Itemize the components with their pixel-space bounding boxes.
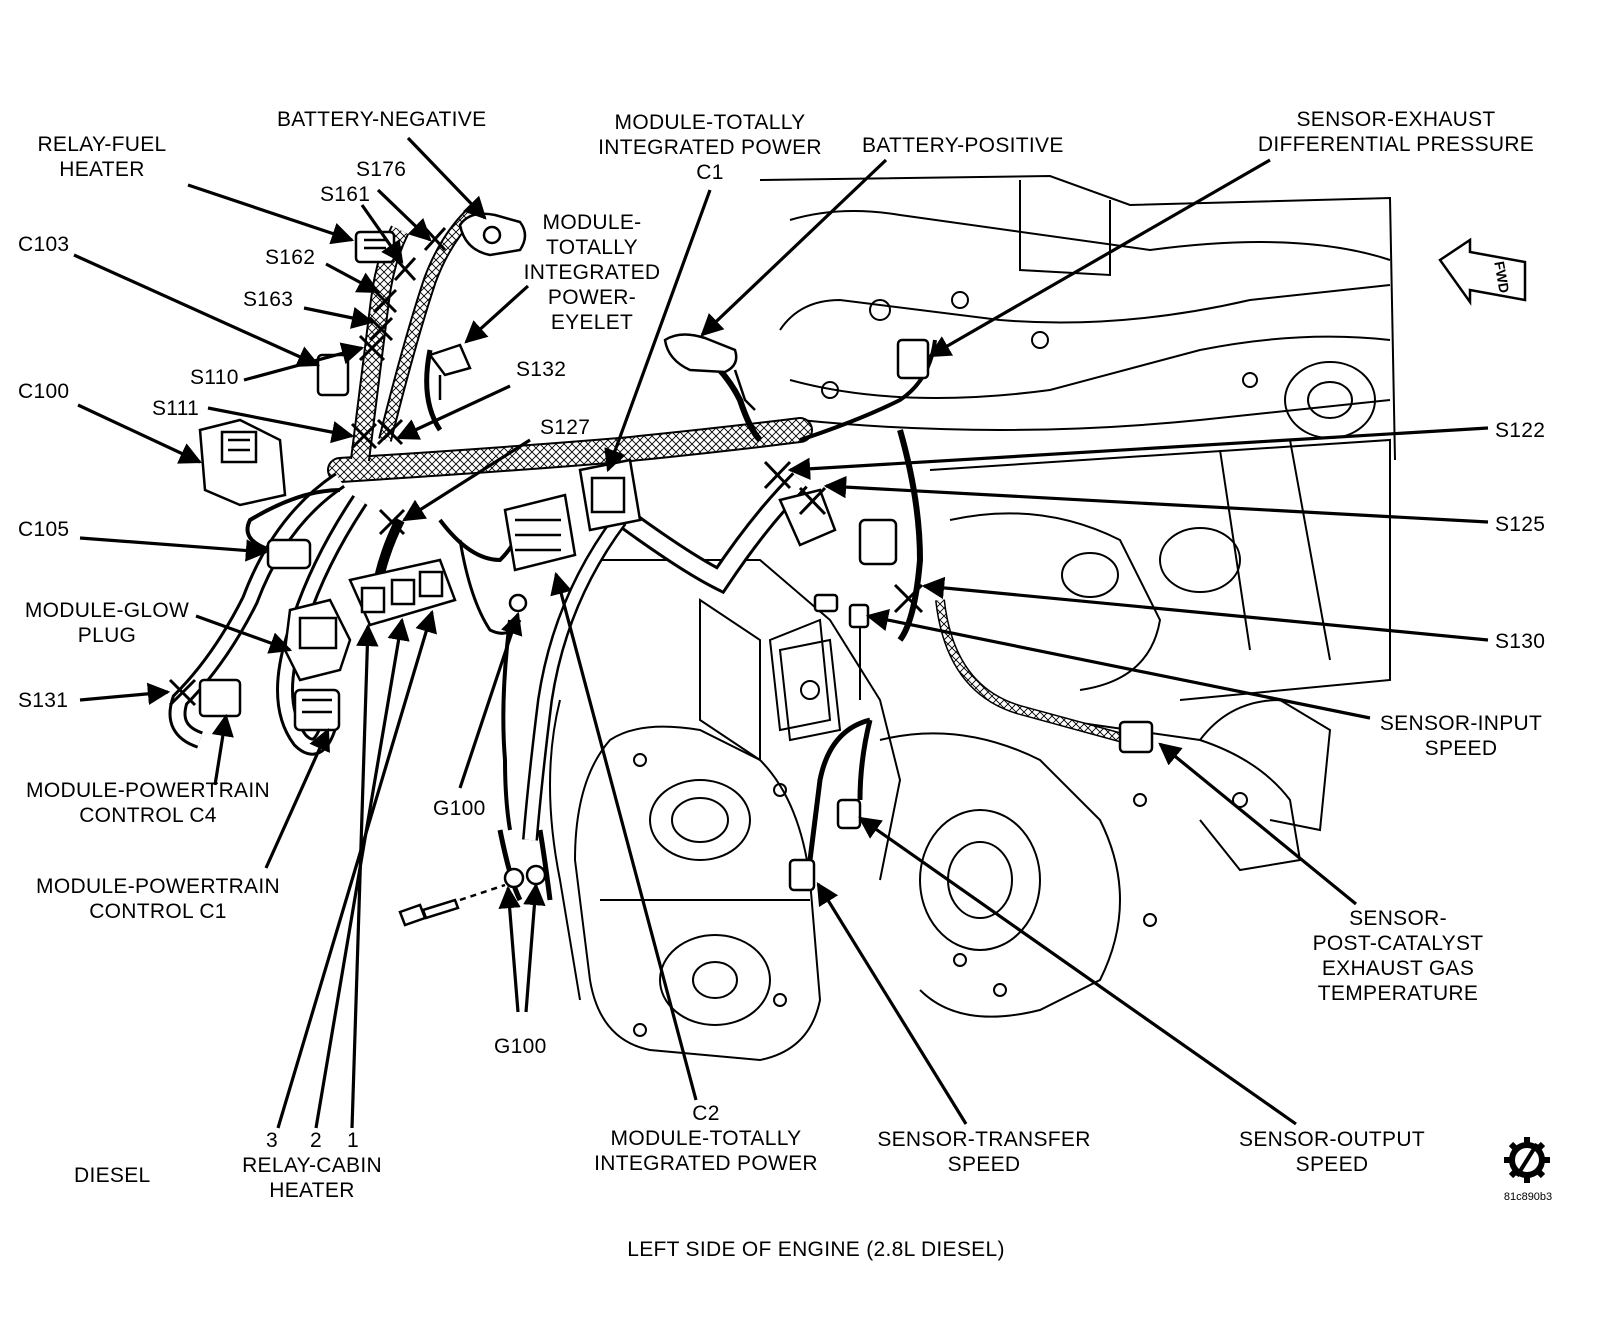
s122-mark xyxy=(763,460,792,490)
label-g100-upper: G100 xyxy=(433,797,486,820)
sensor-post-catalyst-connector xyxy=(1118,720,1154,754)
s162-mark xyxy=(372,288,398,314)
label-s127: S127 xyxy=(540,416,591,439)
tipm-c2-connector xyxy=(503,493,577,572)
label-s125: S125 xyxy=(1495,513,1546,536)
module-glow-plug-box xyxy=(283,598,352,682)
label-s132: S132 xyxy=(516,358,567,381)
s127-mark xyxy=(378,508,406,536)
label-g100-lower: G100 xyxy=(494,1035,547,1058)
label-pin-3: 3 xyxy=(266,1129,278,1152)
c103-connector xyxy=(316,353,350,397)
label-s130: S130 xyxy=(1495,630,1546,653)
sensor-output-speed xyxy=(836,798,862,830)
label-s111: S111 xyxy=(152,397,200,420)
battery-positive-terminal xyxy=(663,333,756,411)
ground-bolt xyxy=(398,898,460,927)
label-s163: S163 xyxy=(243,288,294,311)
s111-mark xyxy=(350,422,378,450)
components xyxy=(198,212,1154,927)
s161-mark xyxy=(393,256,417,282)
tipm-c1-connector xyxy=(578,458,642,532)
s125-connector xyxy=(778,488,898,566)
label-pin-2: 2 xyxy=(310,1129,322,1152)
leader-lines xyxy=(73,136,1489,1129)
relay-fuel-heater-connector xyxy=(354,230,396,264)
label-s110: S110 xyxy=(190,366,239,389)
label-c105: C105 xyxy=(18,518,70,541)
sensor-exhaust-diff-connector xyxy=(896,338,930,380)
s130-mark xyxy=(893,583,924,614)
relay-cabin-heater-block xyxy=(348,558,457,627)
label-s162: S162 xyxy=(265,246,316,269)
tipm-eyelet xyxy=(427,343,472,400)
battery-negative-terminal xyxy=(458,212,527,257)
s131-mark xyxy=(168,678,197,707)
diagram-caption: LEFT SIDE OF ENGINE (2.8L DIESEL) xyxy=(627,1238,1005,1261)
label-c103: C103 xyxy=(18,233,70,256)
fwd-label: FWD xyxy=(1491,260,1512,294)
engine-block-art xyxy=(549,174,1396,1062)
label-c100: C100 xyxy=(18,380,70,403)
fwd-arrow-icon: FWD xyxy=(1438,237,1527,306)
label-s131: S131 xyxy=(18,689,69,712)
c100-connector xyxy=(198,418,287,507)
label-s122: S122 xyxy=(1495,419,1546,442)
label-figure-code: 81c890b3 xyxy=(1503,1191,1553,1203)
label-battery-positive: BATTERY-POSITIVE xyxy=(862,134,1064,157)
label-s176: S176 xyxy=(356,158,407,181)
sensor-transfer-speed xyxy=(788,858,816,892)
module-pcm-c1-connector xyxy=(293,688,341,732)
sensor-input-speed xyxy=(813,593,870,629)
label-s161: S161 xyxy=(320,183,371,206)
label-pin-1: 1 xyxy=(347,1129,359,1152)
label-diesel: DIESEL xyxy=(74,1164,151,1187)
c105-connector xyxy=(266,538,312,570)
s125-mark xyxy=(798,486,827,516)
label-battery-negative: BATTERY-NEGATIVE xyxy=(277,108,487,131)
module-pcm-c4-connector xyxy=(198,678,242,718)
service-gear-logo xyxy=(1504,1137,1550,1183)
